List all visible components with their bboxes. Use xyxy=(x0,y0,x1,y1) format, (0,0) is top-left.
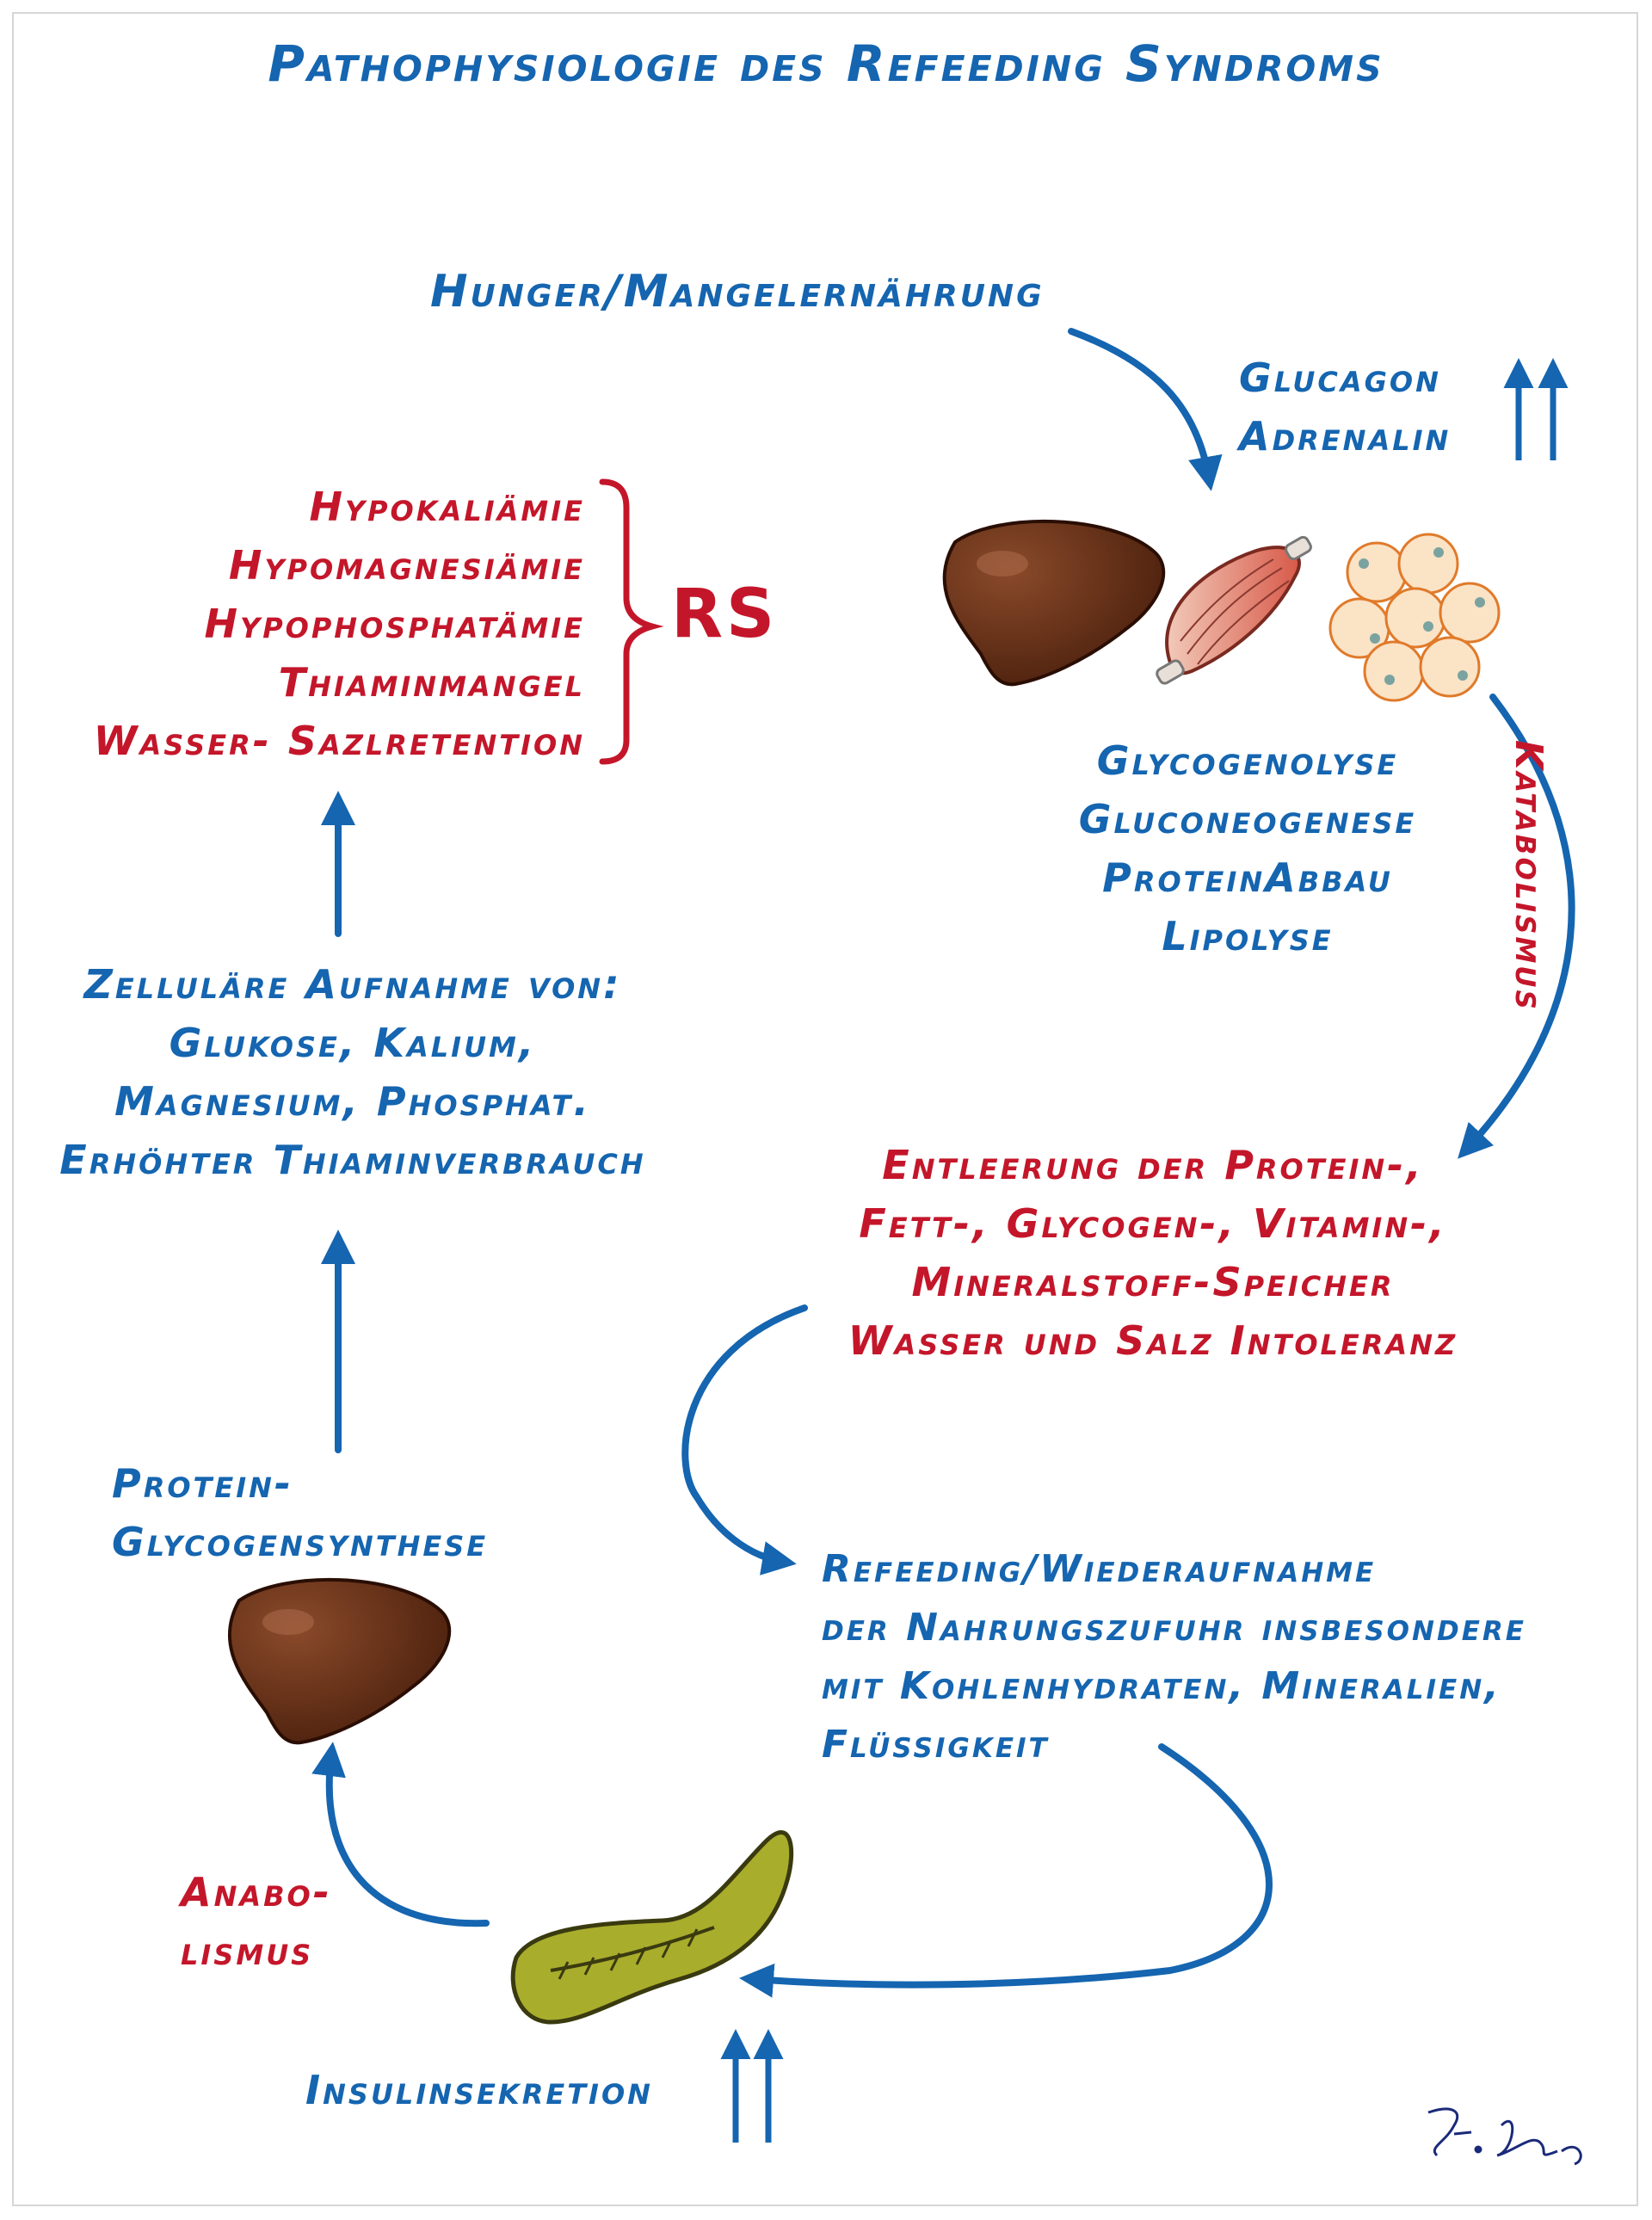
refeeding-line: der Nahrungszufuhr insbesondere xyxy=(822,1606,1526,1650)
refeeding-line: Flüssigkeit xyxy=(822,1723,1050,1767)
rs-symptom: Thiaminmangel xyxy=(278,659,585,706)
catabolic-processes: Glycogenolyse Gluconeogenese ProteinAbba… xyxy=(946,731,1549,965)
liver-icon xyxy=(942,519,1166,687)
anabolismus-block: Anabo- lismus xyxy=(181,1863,332,1980)
refeeding-line: mit Kohlenhydraten, Mineralien, xyxy=(822,1664,1501,1708)
pancreas-icon xyxy=(510,1830,794,2025)
label-katabolismus: Katabolismus xyxy=(1507,740,1550,1012)
uptake-line: Erhöhter Thiaminverbrauch xyxy=(59,1137,646,1183)
rs-symptom: Wasser- Sazlretention xyxy=(93,718,585,764)
fat-cells-nuclei xyxy=(1359,547,1485,685)
insulin-up-arrows xyxy=(720,2029,784,2143)
process-item: Glycogenolyse xyxy=(1096,737,1399,784)
rs-symptom: Hypophosphatämie xyxy=(204,601,585,647)
depletion-block: Entleerung der Protein-, Fett-, Glycogen… xyxy=(792,1136,1514,1370)
label-hunger: Hunger/Mangelernährung xyxy=(430,266,1045,318)
refeeding-line: Refeeding/Wiederaufnahme xyxy=(822,1547,1377,1591)
arrow-katabolismus xyxy=(1458,694,1575,1159)
arrow-anabolismus xyxy=(311,1742,490,1927)
synthesis-line: Glycogensynthese xyxy=(112,1519,489,1565)
depletion-line: Entleerung der Protein-, xyxy=(882,1142,1424,1188)
synthesis-line: Protein- xyxy=(112,1460,294,1507)
rs-symptom: Hypomagnesiämie xyxy=(228,542,585,589)
rs-symptom-list: Hypokaliämie Hypomagnesiämie Hypophospha… xyxy=(94,478,585,770)
depletion-line: Mineralstoff-Speicher xyxy=(911,1259,1395,1305)
muscle-icon xyxy=(1156,535,1312,685)
anabolismus-line: Anabo- xyxy=(181,1869,332,1915)
synthesis-block: Protein- Glycogensynthese xyxy=(112,1454,488,1571)
fat-cells-icon xyxy=(1328,533,1501,702)
liver-icon-bottom xyxy=(227,1577,452,1745)
rs-symptom: Hypokaliämie xyxy=(309,484,585,530)
arrow-depletion-to-refeeding xyxy=(681,1304,808,1576)
label-hormones: Glucagon Adrenalin xyxy=(1239,348,1451,466)
process-item: ProteinAbbau xyxy=(1102,854,1393,901)
cellular-uptake-block: Zelluläre Aufnahme von: Glukose, Kalium,… xyxy=(17,955,688,1189)
rs-brace xyxy=(599,478,664,765)
frame-border xyxy=(12,12,1638,2206)
refeeding-block: Refeeding/Wiederaufnahme der Nahrungszuf… xyxy=(822,1540,1526,1774)
label-insulin: Insulinsekretion xyxy=(305,2067,653,2113)
anabolismus-line: lismus xyxy=(181,1927,314,1974)
arrow-hunger-to-organs xyxy=(1068,328,1223,491)
rs-label: RS xyxy=(671,576,779,653)
arrow-refeeding-to-pancreas xyxy=(739,1743,1273,1998)
uptake-line: Glukose, Kalium, xyxy=(169,1020,537,1066)
uptake-line: Zelluläre Aufnahme von: xyxy=(83,961,622,1008)
uptake-line: Magnesium, Phosphat. xyxy=(114,1078,591,1125)
process-item: Lipolyse xyxy=(1162,913,1334,959)
depletion-line: Fett-, Glycogen-, Vitamin-, xyxy=(859,1200,1447,1247)
signature xyxy=(1427,2107,1582,2166)
page-title: Pathophysiologie des Refeeding Syndroms xyxy=(268,34,1384,93)
hormone-glucagon: Glucagon xyxy=(1239,355,1441,401)
depletion-line: Wasser und Salz Intoleranz xyxy=(848,1317,1458,1364)
process-item: Gluconeogenese xyxy=(1078,796,1417,842)
hormone-adrenalin: Adrenalin xyxy=(1239,413,1452,459)
hormones-up-arrows xyxy=(1503,358,1569,460)
